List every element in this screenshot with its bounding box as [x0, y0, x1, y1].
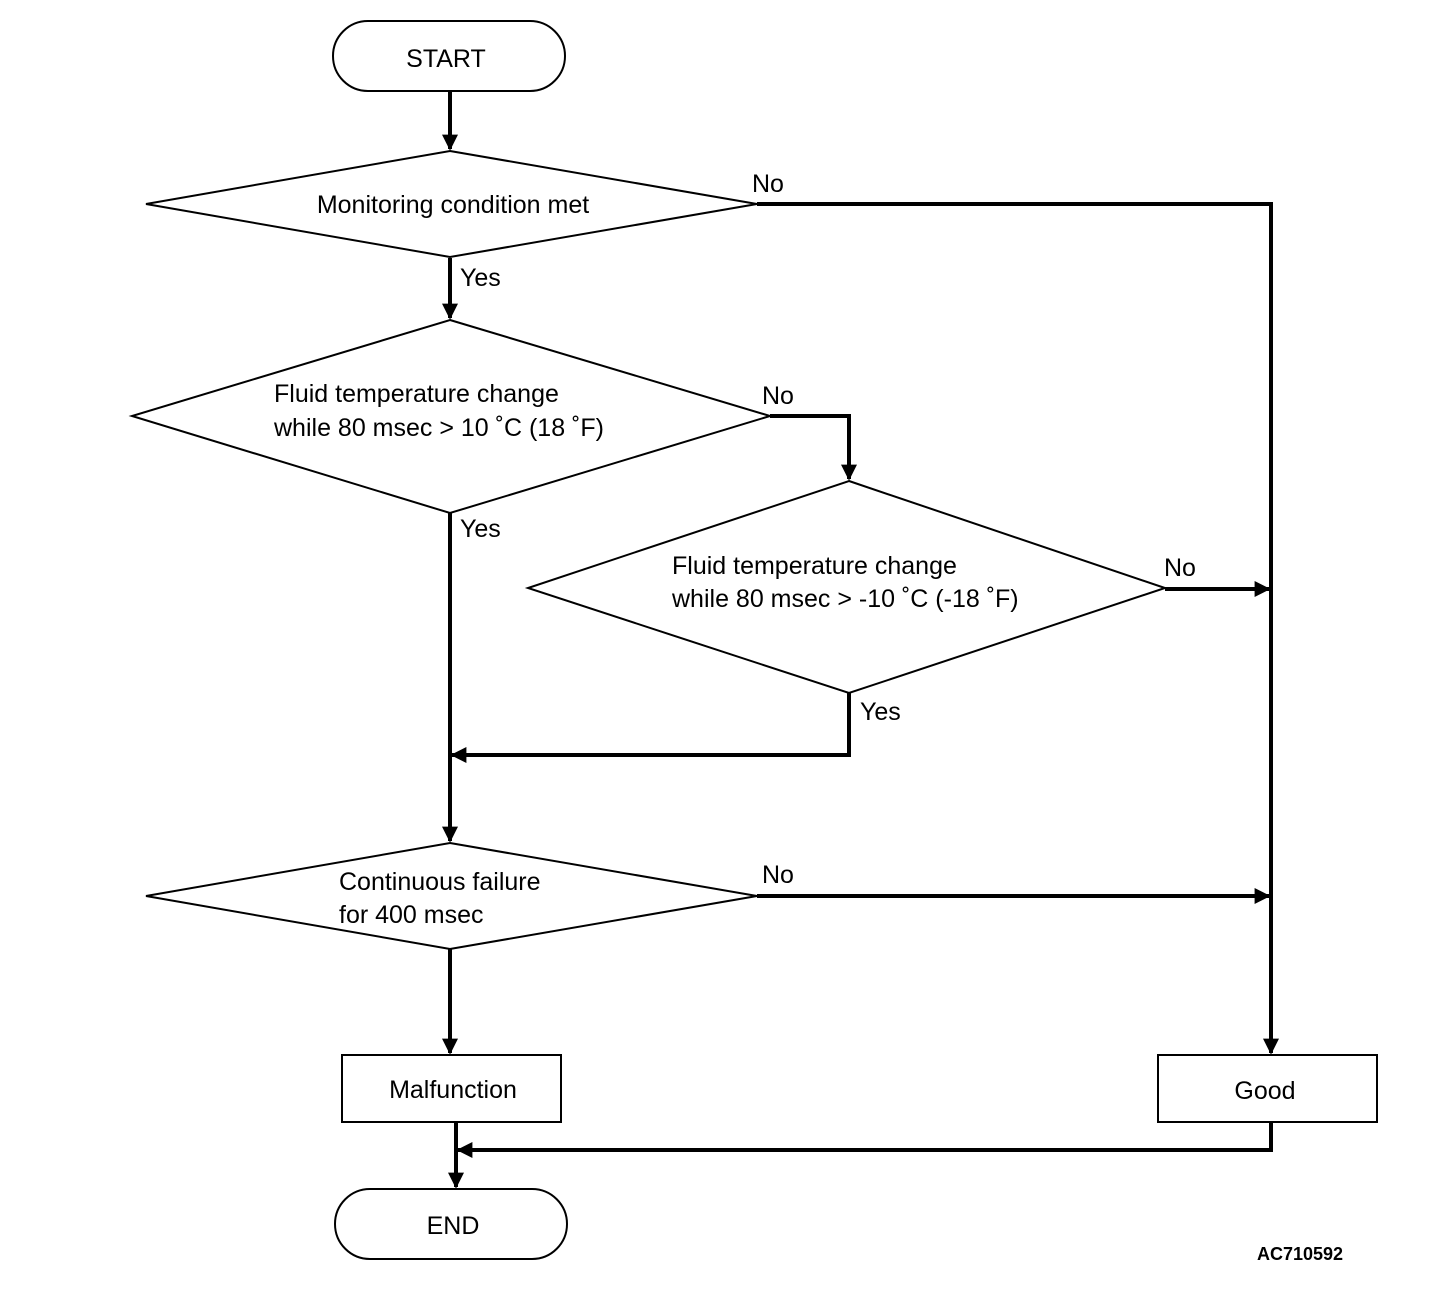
decision-fluid-pos-line2: while 80 msec > 10 ˚C (18 ˚F): [273, 414, 604, 442]
label-yes-fluid-neg: Yes: [860, 698, 901, 726]
connector-monitoring-no: [757, 202, 1279, 1055]
start-terminal: [332, 20, 566, 92]
decision-fluid-neg-line1: Fluid temperature change: [672, 552, 957, 580]
label-no-monitoring: No: [752, 170, 784, 198]
good-label: Good: [1234, 1077, 1295, 1105]
malfunction-label: Malfunction: [389, 1076, 517, 1104]
decision-continuous-failure: [145, 841, 758, 951]
figure-id: AC710592: [1257, 1244, 1343, 1264]
label-no-fluid-pos: No: [762, 382, 794, 410]
decision-continuous-line1: Continuous failure: [339, 868, 541, 896]
decision-fluid-neg-line2: while 80 msec > -10 ˚C (-18 ˚F): [671, 585, 1019, 613]
start-label: START: [406, 45, 486, 73]
end-terminal: [334, 1188, 568, 1260]
connector-good-to-end: [456, 1122, 1273, 1158]
decision-continuous-line2: for 400 msec: [339, 901, 484, 929]
malfunction-box: [341, 1054, 562, 1123]
connector-fluid-pos-no: [770, 414, 857, 481]
decision-fluid-pos-line1: Fluid temperature change: [274, 380, 559, 408]
label-no-continuous: No: [762, 861, 794, 889]
end-label: END: [427, 1212, 480, 1240]
decision-monitoring-condition: [145, 149, 758, 259]
label-yes-monitoring: Yes: [460, 264, 501, 292]
decision-monitoring-label: Monitoring condition met: [317, 191, 589, 219]
connector-fluid-neg-yes: [450, 693, 851, 763]
label-no-fluid-neg: No: [1164, 554, 1196, 582]
good-box: [1157, 1054, 1378, 1123]
label-yes-fluid-pos: Yes: [460, 515, 501, 543]
